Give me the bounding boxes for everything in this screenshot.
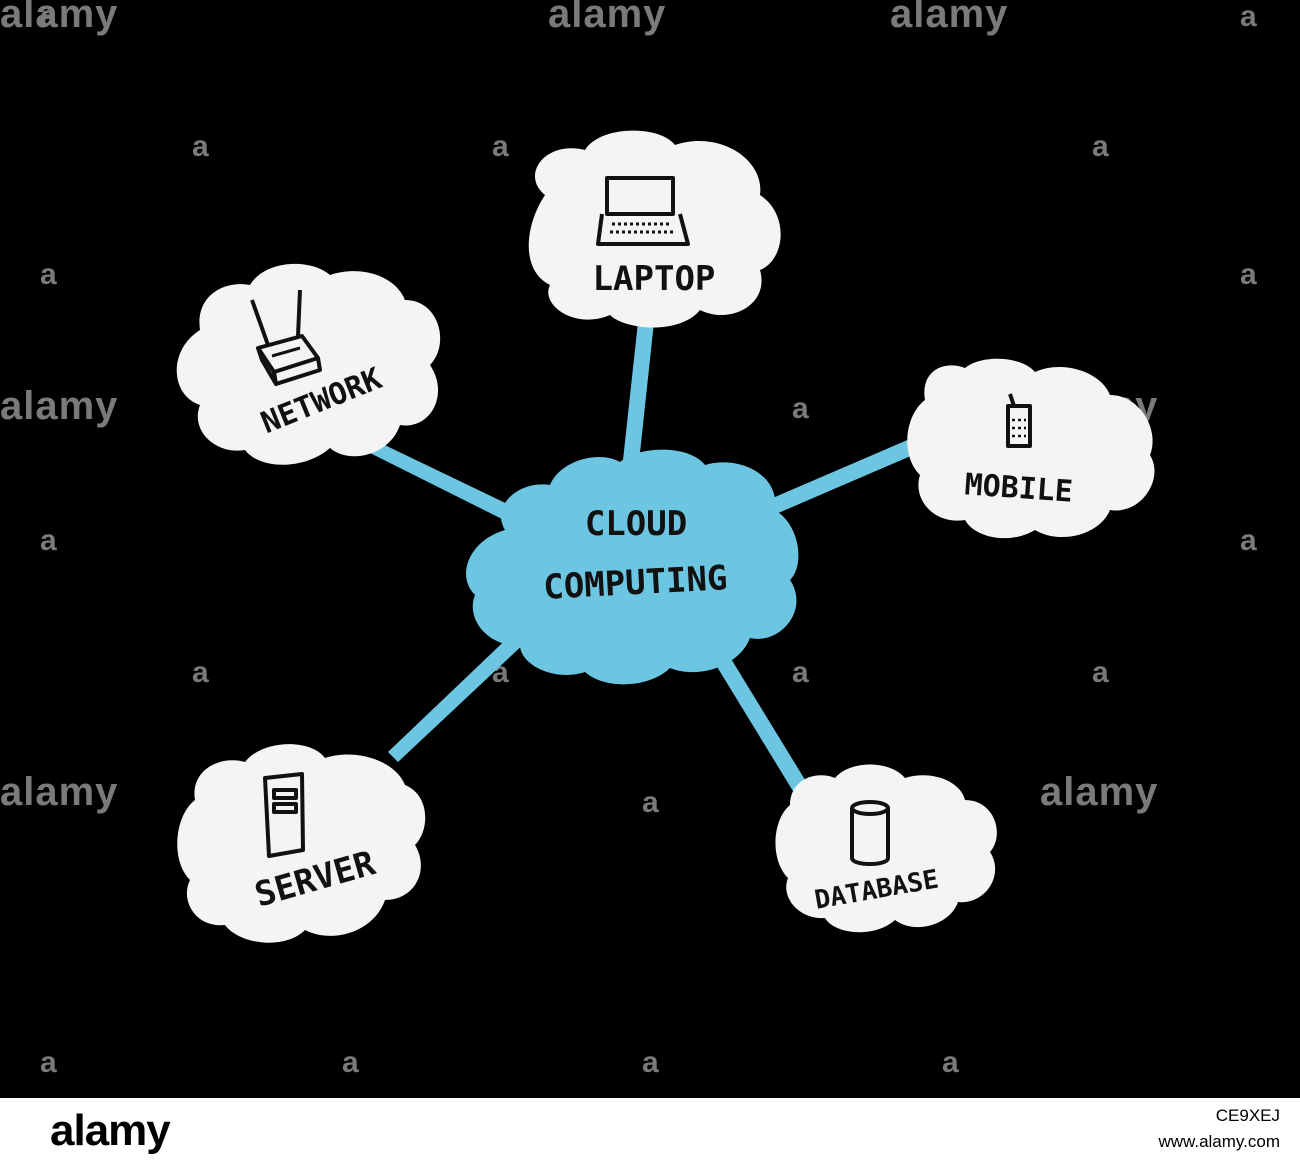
watermark-mark-13: a: [792, 656, 810, 689]
watermark-mark-6: a: [40, 258, 58, 291]
connector-network: [364, 438, 520, 524]
watermark-mark-15: a: [642, 786, 660, 819]
watermark-mark-4: a: [492, 130, 510, 163]
watermark-mid-left: alamy: [0, 384, 119, 428]
watermark-lower-left: alamy: [0, 770, 119, 814]
watermark-top-center: alamy: [548, 0, 667, 36]
router-icon: [250, 289, 322, 386]
laptop-node-cloud: [528, 130, 781, 328]
connector-database: [708, 644, 810, 796]
mobile-phone-icon: [1006, 393, 1032, 448]
server-tower-icon: [263, 772, 305, 858]
network-node-cloud: [176, 263, 441, 465]
mobile-label: MOBILE: [963, 467, 1074, 509]
watermark-mark-11: a: [192, 656, 210, 689]
connectors: [364, 322, 920, 796]
connector-laptop: [623, 322, 654, 462]
watermark-mark-18: a: [642, 1046, 660, 1079]
watermark-top-right: alamy: [890, 0, 1009, 36]
laptop-label: LAPTOP: [593, 259, 716, 299]
center-label-line1: CLOUD: [585, 504, 687, 544]
watermark-mark-2: a: [1240, 0, 1258, 33]
connector-mobile: [768, 438, 920, 514]
mobile-node-cloud: [907, 358, 1155, 539]
watermark-mark-8: a: [792, 392, 810, 425]
connector-server: [388, 630, 528, 762]
watermark-mark-9: a: [40, 524, 58, 557]
watermark-mark-3: a: [192, 130, 210, 163]
watermark-mark-14: a: [1092, 656, 1110, 689]
watermark-mark-5: a: [1092, 130, 1110, 163]
center-cloud: [466, 449, 799, 685]
laptop-icon: [596, 176, 690, 246]
stock-footer: alamy CE9XEJ www.alamy.com: [0, 1098, 1300, 1176]
watermark-lower-right: alamy: [1040, 770, 1159, 814]
watermark-mark-19: a: [942, 1046, 960, 1079]
footer-url: www.alamy.com: [1158, 1132, 1280, 1151]
watermark-mark-7: a: [1240, 258, 1258, 291]
footer-image-id: CE9XEJ: [1215, 1106, 1280, 1125]
footer-brand-logo: alamy: [50, 1106, 171, 1155]
watermark-mark-16: a: [40, 1046, 58, 1079]
watermark-mark-10: a: [1240, 524, 1258, 557]
center-label-line2: COMPUTING: [542, 558, 728, 608]
watermark-top-left: alamy: [0, 0, 119, 36]
database-cylinder-icon: [850, 800, 890, 866]
cloud-computing-diagram: CLOUD COMPUTING LAPTOP NETWORK MOBILE SE…: [176, 130, 1155, 943]
watermark-mark-1: a: [40, 0, 58, 33]
watermark-mark-17: a: [342, 1046, 360, 1079]
